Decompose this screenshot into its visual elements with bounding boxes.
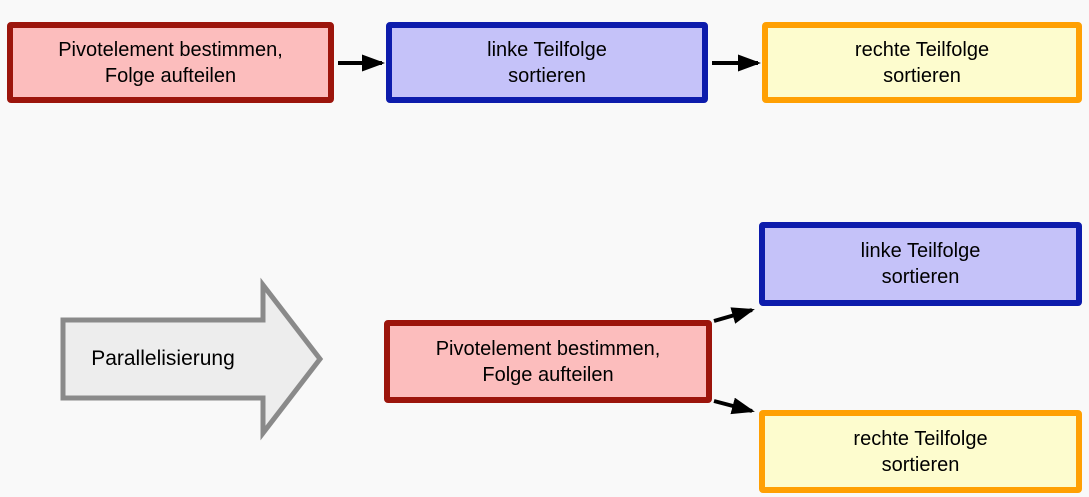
sequential-right-subsequence-box: rechte Teilfolge sortieren <box>762 22 1082 103</box>
arrow-pivot-to-right-parallel-icon <box>713 397 755 415</box>
parallelisierung-arrow-icon <box>60 277 324 441</box>
sequential-pivot-box: Pivotelement bestimmen, Folge aufteilen <box>7 22 334 103</box>
parallel-left-subsequence-box: linke Teilfolge sortieren <box>759 222 1082 306</box>
parallel-pivot-box: Pivotelement bestimmen, Folge aufteilen <box>384 320 712 403</box>
sequential-left-subsequence-box: linke Teilfolge sortieren <box>386 22 708 103</box>
parallelisierung-label: Parallelisierung <box>91 347 235 370</box>
arrow-pivot-to-left-parallel-icon <box>713 307 755 324</box>
parallel-right-subsequence-box: rechte Teilfolge sortieren <box>759 410 1082 493</box>
